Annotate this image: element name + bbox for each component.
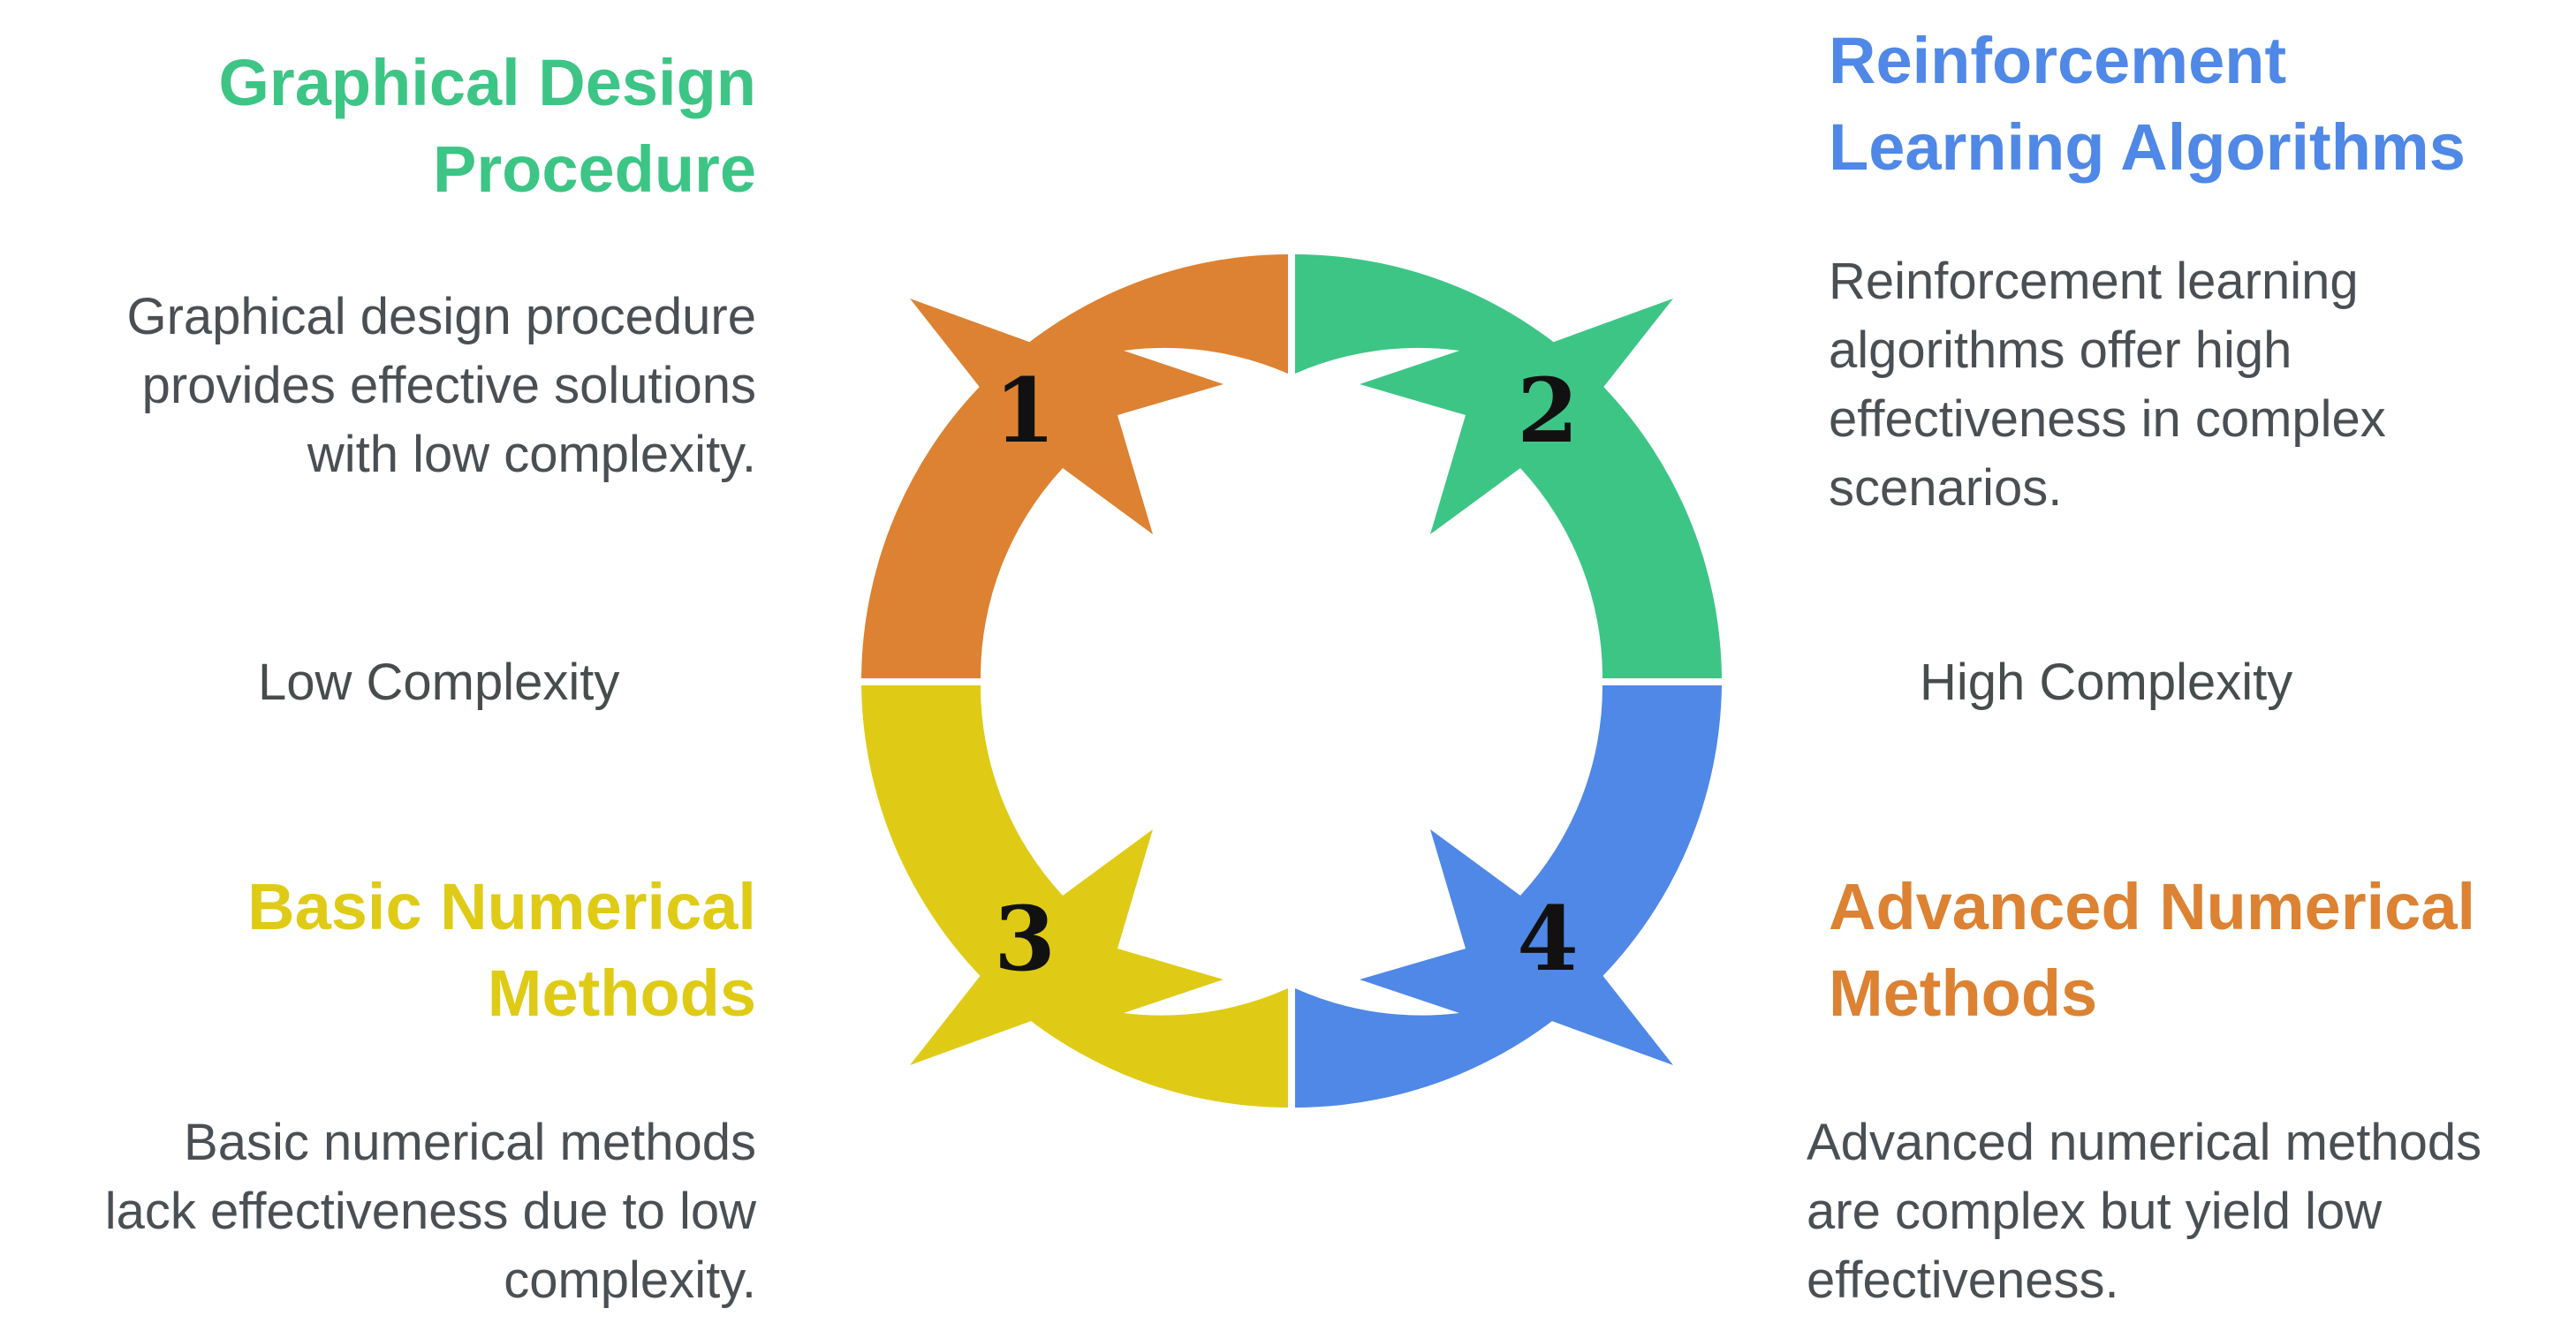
quadrant-1-title: Graphical Design Procedure xyxy=(218,46,756,206)
quadrant-4-description: Advanced numerical methods are complex b… xyxy=(1807,1114,2482,1309)
segment-1-number: 1 xyxy=(994,359,1056,463)
segment-1: 1 xyxy=(861,254,1288,678)
high-complexity-label: High Complexity xyxy=(1920,654,2293,711)
segment-4-shape xyxy=(1295,685,1722,1108)
quadrant-1-description: Graphical design procedure provides effe… xyxy=(126,288,756,483)
segment-3: 3 xyxy=(861,685,1288,1108)
segment-4-arrowhead xyxy=(1527,933,1673,1065)
quadrant-3-description: Basic numerical methods lack effectivene… xyxy=(104,1114,756,1309)
segment-4: 4 xyxy=(1295,685,1722,1108)
segment-2-number: 2 xyxy=(1517,359,1579,463)
segment-2-arrowhead xyxy=(1527,299,1673,431)
segment-3-number: 3 xyxy=(994,887,1056,991)
quadrant-4-title: Advanced Numerical Methods xyxy=(1829,870,2476,1030)
low-complexity-label: Low Complexity xyxy=(258,654,620,711)
segment-1-arrowhead xyxy=(910,299,1056,431)
segment-2: 2 xyxy=(1295,254,1722,678)
quadrant-2-title: Reinforcement Learning Algorithms xyxy=(1829,24,2466,184)
segment-4-number: 4 xyxy=(1517,887,1579,991)
segment-1-shape xyxy=(861,254,1288,678)
segment-3-shape xyxy=(861,685,1288,1108)
quadrant-2-description: Reinforcement learning algorithms offer … xyxy=(1829,253,2386,517)
segment-3-arrowhead xyxy=(910,933,1056,1065)
segment-2-shape xyxy=(1295,254,1722,678)
quadrant-3-title: Basic Numerical Methods xyxy=(247,870,756,1030)
